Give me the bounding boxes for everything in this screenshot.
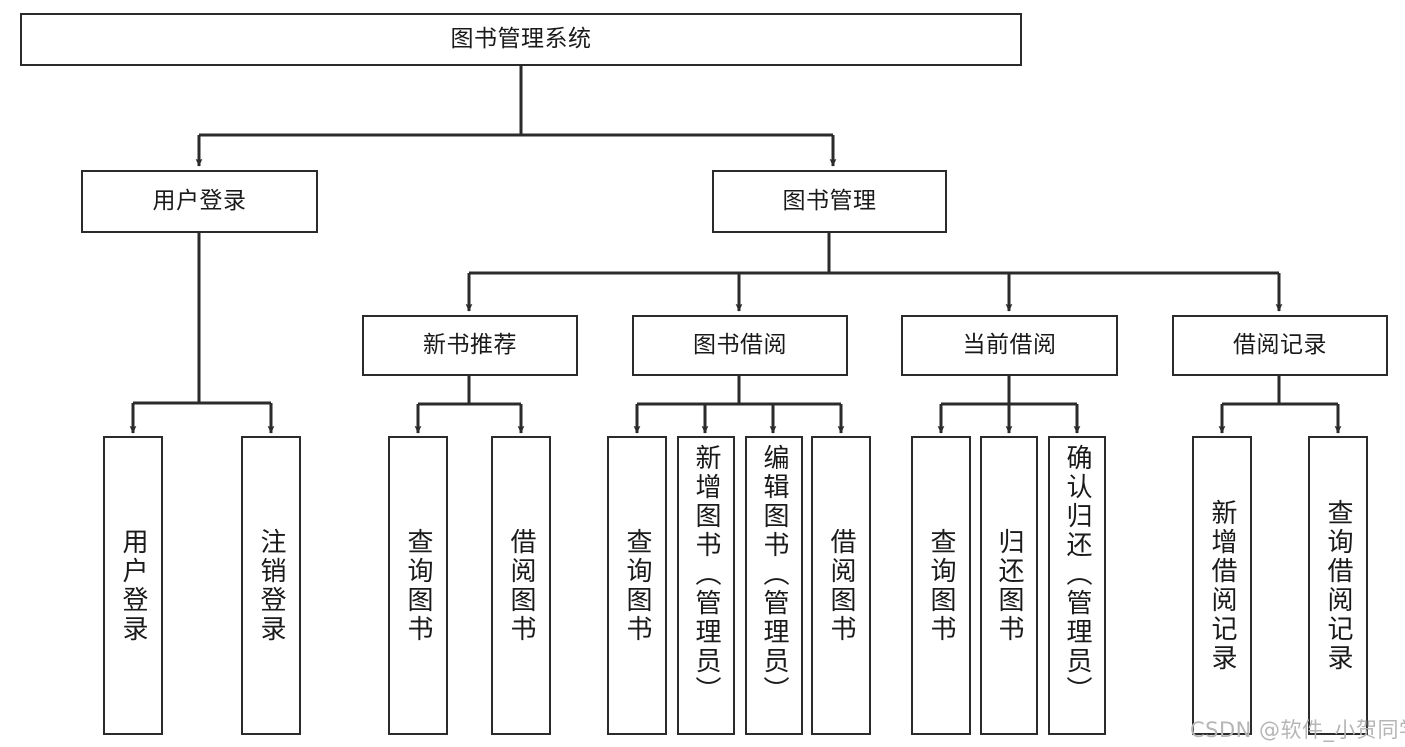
leaf-user-logout[interactable]: 注销登录 bbox=[241, 436, 301, 735]
leaf-edit-book-label: 编辑图书（管理员） bbox=[759, 444, 789, 705]
leaf-edit-book[interactable]: 编辑图书（管理员） bbox=[745, 436, 803, 735]
leaf-borrow-book-1[interactable]: 借阅图书 bbox=[491, 436, 551, 735]
leaf-confirm-return-label: 确认归还（管理员） bbox=[1062, 444, 1092, 705]
node-new-book-recommend[interactable]: 新书推荐 bbox=[362, 315, 578, 376]
leaf-user-logout-label: 注销登录 bbox=[256, 527, 286, 644]
node-root-label: 图书管理系统 bbox=[450, 25, 592, 52]
leaf-query-book-2-label: 查询图书 bbox=[622, 527, 652, 644]
node-user-login[interactable]: 用户登录 bbox=[81, 170, 318, 233]
leaf-borrow-book-2-label: 借阅图书 bbox=[826, 527, 856, 644]
leaf-confirm-return[interactable]: 确认归还（管理员） bbox=[1048, 436, 1106, 735]
leaf-user-login[interactable]: 用户登录 bbox=[103, 436, 163, 735]
leaf-add-book-label: 新增图书（管理员） bbox=[691, 444, 721, 705]
leaf-query-book-3-label: 查询图书 bbox=[926, 527, 956, 644]
leaf-query-book-1-label: 查询图书 bbox=[403, 527, 433, 644]
leaf-user-login-label: 用户登录 bbox=[118, 527, 148, 644]
leaf-add-book[interactable]: 新增图书（管理员） bbox=[677, 436, 735, 735]
node-book-manage[interactable]: 图书管理 bbox=[712, 170, 947, 233]
leaf-borrow-book-2[interactable]: 借阅图书 bbox=[811, 436, 871, 735]
leaf-return-book[interactable]: 归还图书 bbox=[980, 436, 1038, 735]
leaf-borrow-book-1-label: 借阅图书 bbox=[506, 527, 536, 644]
node-book-borrow[interactable]: 图书借阅 bbox=[632, 315, 848, 376]
leaf-query-book-2[interactable]: 查询图书 bbox=[607, 436, 667, 735]
node-current-borrow[interactable]: 当前借阅 bbox=[901, 315, 1118, 376]
node-book-borrow-label: 图书借阅 bbox=[693, 331, 787, 358]
leaf-add-record-label: 新增借阅记录 bbox=[1207, 498, 1237, 673]
leaf-add-record[interactable]: 新增借阅记录 bbox=[1192, 436, 1252, 735]
leaf-return-book-label: 归还图书 bbox=[994, 527, 1024, 644]
node-new-book-recommend-label: 新书推荐 bbox=[423, 331, 517, 358]
node-borrow-record[interactable]: 借阅记录 bbox=[1172, 315, 1388, 376]
csdn-watermark: CSDN @软件_小贺同学 bbox=[1190, 718, 1405, 742]
leaf-query-record-label: 查询借阅记录 bbox=[1323, 498, 1353, 673]
leaf-query-book-1[interactable]: 查询图书 bbox=[388, 436, 448, 735]
leaf-query-book-3[interactable]: 查询图书 bbox=[911, 436, 971, 735]
leaf-query-record[interactable]: 查询借阅记录 bbox=[1308, 436, 1368, 735]
node-book-manage-label: 图书管理 bbox=[782, 187, 877, 214]
node-borrow-record-label: 借阅记录 bbox=[1233, 331, 1327, 358]
node-user-login-label: 用户登录 bbox=[152, 187, 247, 214]
node-root[interactable]: 图书管理系统 bbox=[20, 13, 1022, 66]
node-current-borrow-label: 当前借阅 bbox=[962, 331, 1057, 358]
